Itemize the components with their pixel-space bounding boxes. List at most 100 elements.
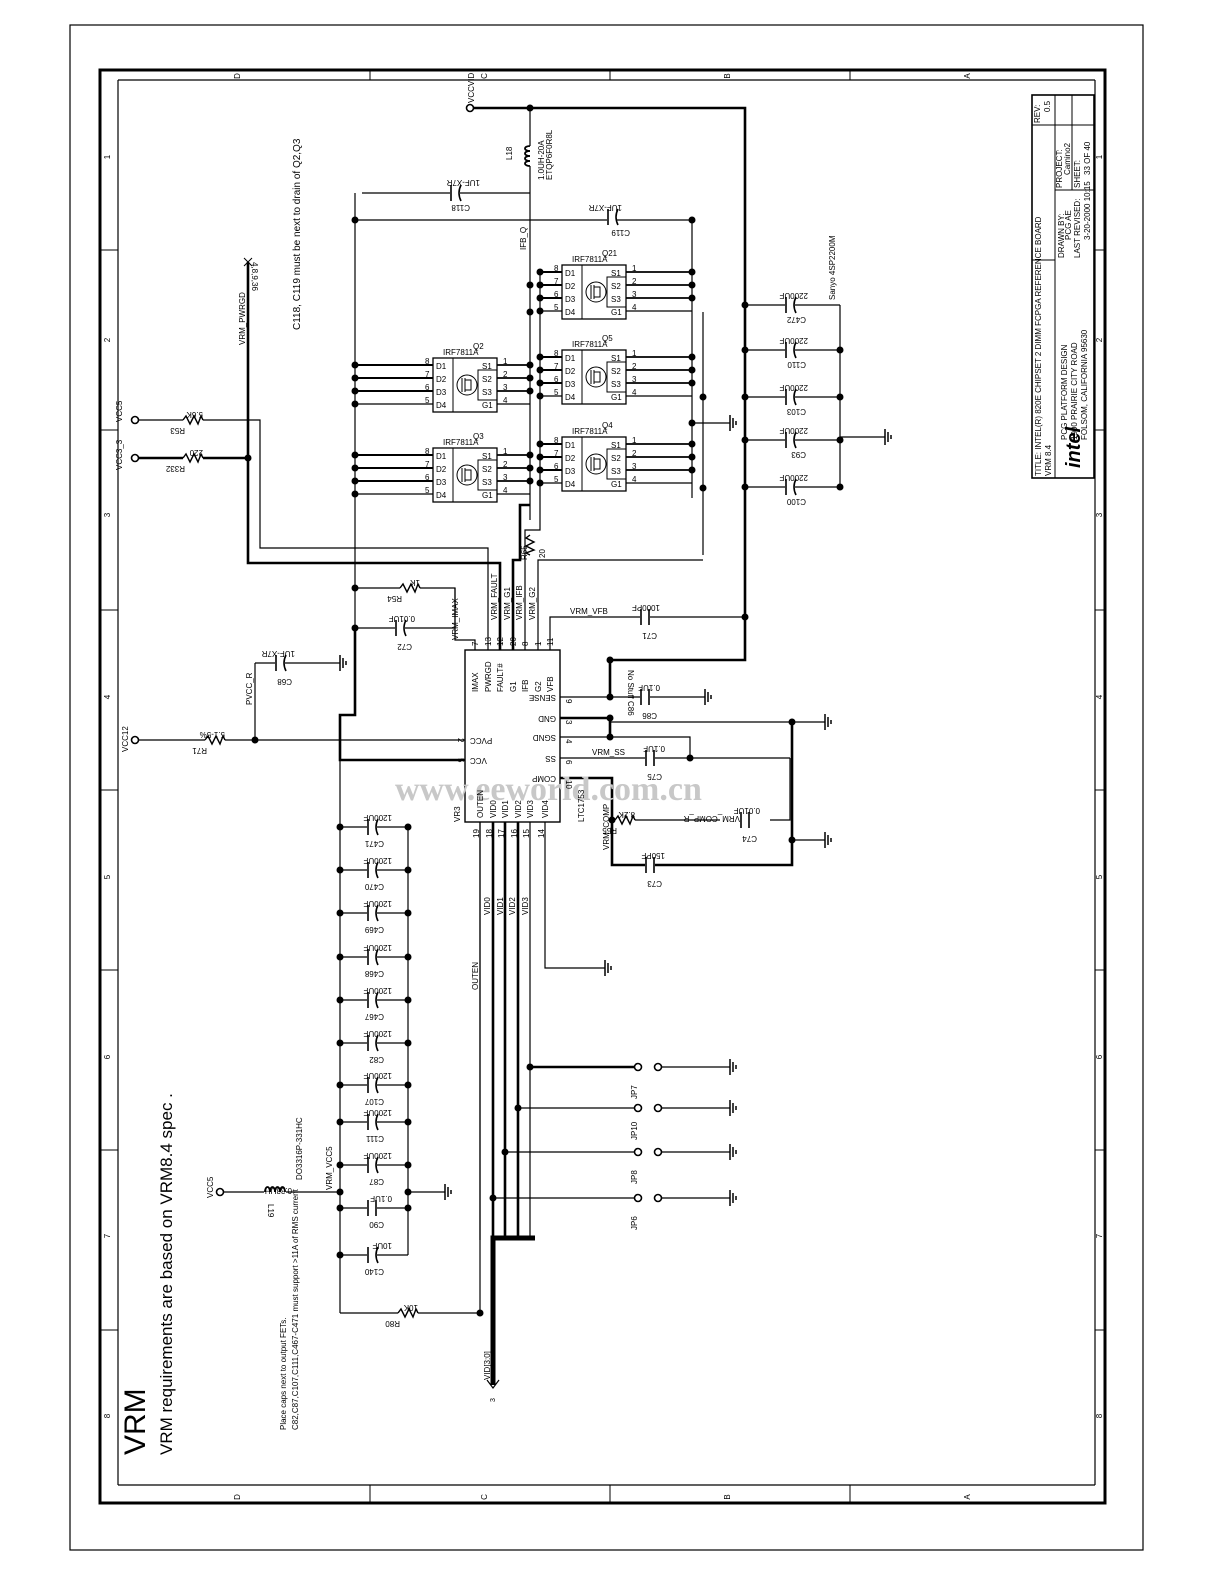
pin-number: 9	[564, 699, 573, 704]
junction-dot	[606, 714, 614, 722]
junction-dot	[336, 823, 344, 831]
inductor-part: ETQP6F0R8L	[545, 129, 554, 180]
net-label: VRM_G1	[503, 587, 512, 620]
pin-number: 1	[632, 264, 637, 273]
drain-pins	[561, 264, 583, 320]
ground-icon	[729, 1144, 737, 1160]
cap-plate	[375, 818, 379, 836]
junction-dot	[688, 453, 696, 461]
polarized-capacitor-icon	[367, 1113, 379, 1131]
junction-dot	[608, 816, 616, 824]
port-connector	[653, 1147, 663, 1157]
resistor-value: 1K	[410, 578, 420, 587]
ground-icon	[444, 1184, 452, 1200]
capacitor-icon	[640, 689, 650, 705]
junction-dot	[351, 464, 359, 472]
resistor-value: 5.1-5%	[200, 730, 225, 739]
pin-name: G1	[611, 393, 622, 402]
drain-pins	[561, 436, 583, 492]
pin-number: 3	[564, 720, 573, 725]
cap-gap	[367, 866, 377, 874]
mosfet-part: IRF7811A	[443, 348, 479, 357]
junction-dot	[836, 346, 844, 354]
cap-gap	[395, 624, 405, 632]
pin-number: 8	[554, 264, 559, 273]
resistor-ref: R71	[192, 746, 207, 755]
cap-ref: C103	[786, 407, 806, 416]
junction-dot	[336, 1081, 344, 1089]
jumper-ref: JP8	[630, 1170, 639, 1184]
cap-plate	[375, 1034, 379, 1052]
ground-icon	[704, 689, 712, 705]
fet-symbol-icon	[456, 464, 478, 486]
junction-dot	[536, 440, 544, 448]
pin-name: S1	[482, 452, 492, 461]
res-zig	[204, 734, 226, 746]
polarized-capacitor-icon	[607, 208, 619, 226]
pin-name: D3	[436, 478, 447, 487]
cap-gap	[740, 816, 750, 824]
pin-name: IFB	[521, 680, 530, 692]
source-pins	[477, 369, 498, 401]
port-connector	[130, 453, 140, 463]
sheet-label: SHEET:	[1073, 160, 1082, 188]
sheet-value: 33 OF 40	[1083, 141, 1092, 175]
pin-number: 3	[632, 462, 637, 471]
rev-label: REV:	[1033, 105, 1042, 123]
pin-name: SENSE	[529, 693, 556, 702]
junction-dot	[526, 1063, 534, 1071]
pin-name: VID1	[501, 800, 510, 818]
mosfet-q5	[561, 349, 627, 405]
port-connector	[633, 1062, 643, 1072]
source-pins	[606, 361, 627, 393]
cap-ref: C472	[786, 315, 806, 324]
junction-dot	[351, 361, 359, 369]
cap-plate	[375, 861, 379, 879]
resistor-ref: R54	[387, 594, 402, 603]
cap-ref: C469	[364, 925, 384, 934]
junction-dot	[741, 436, 749, 444]
resistor-ref: R55	[602, 826, 617, 835]
junction-dot	[741, 346, 749, 354]
net-label: PVCC_R	[245, 672, 254, 705]
junction-dot	[741, 393, 749, 401]
cap-plate	[793, 478, 797, 496]
junction-dot	[404, 1081, 412, 1089]
pin-number: 4	[503, 396, 508, 405]
cap-ref: C90	[369, 1220, 384, 1229]
inductor-ref: L18	[505, 146, 514, 160]
pin-number: 6	[554, 462, 559, 471]
cap-plate	[375, 1113, 379, 1131]
pin-number: 12	[496, 637, 505, 646]
mosfet-q4	[561, 436, 627, 492]
source-pins	[477, 459, 498, 491]
pin-name: D3	[565, 467, 576, 476]
cap-plate	[283, 654, 287, 672]
pin-number: 4	[632, 303, 637, 312]
offpage-ref: 3	[490, 1398, 497, 1402]
cap-value: 1200UF	[363, 986, 392, 995]
cap-value: 1200UF	[363, 1108, 392, 1117]
capacitor-icon	[645, 857, 655, 873]
zone-row-label: 1	[103, 154, 112, 159]
junction-dot	[536, 453, 544, 461]
zone-col-label: B	[723, 1494, 732, 1499]
junction-dot	[336, 909, 344, 917]
cap-plate	[375, 1156, 379, 1174]
ind-turn	[279, 1186, 286, 1193]
polarized-capacitor-icon	[395, 619, 407, 637]
pin-number: 7	[554, 362, 559, 371]
net-label-vcc12: VCC12	[121, 726, 130, 752]
zone-row-label: 5	[1095, 874, 1104, 879]
pin-name: G1	[482, 491, 493, 500]
ground-icon	[729, 1190, 737, 1206]
junction-dot	[336, 1118, 344, 1126]
pin-name: S3	[611, 380, 621, 389]
junction-dot	[836, 436, 844, 444]
zone-col-label: B	[723, 73, 732, 78]
junction-dot	[489, 1194, 497, 1202]
cap-gap	[367, 1161, 377, 1169]
source-pins	[606, 276, 627, 308]
mosfet-part: IRF7811A	[572, 427, 608, 436]
last-revised-label: LAST REVISED:	[1073, 199, 1082, 258]
